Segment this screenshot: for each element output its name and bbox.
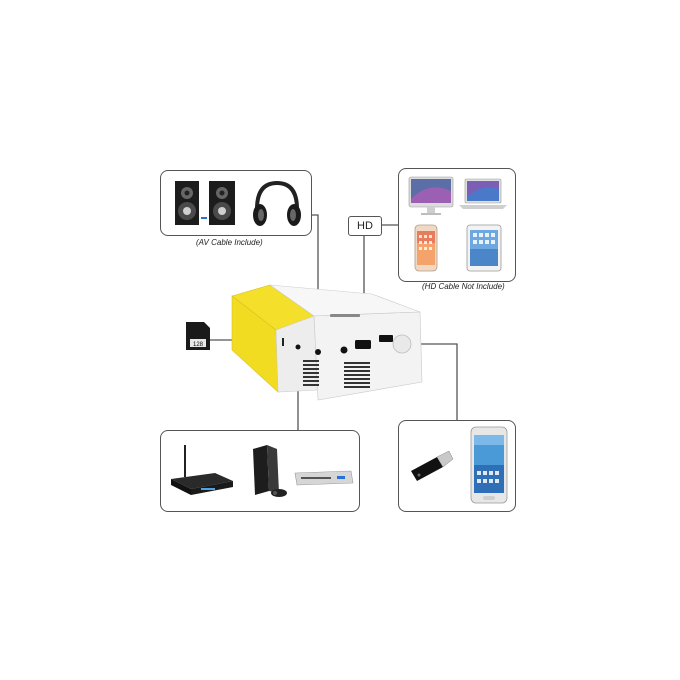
hdmi-port xyxy=(355,340,371,349)
hd-devices-box xyxy=(398,168,516,282)
game-console-icon xyxy=(253,445,287,497)
speaker-icon xyxy=(201,181,235,225)
ipad-icon xyxy=(466,224,502,272)
usb-drive-icon xyxy=(411,450,454,481)
media-devices-box xyxy=(160,430,360,512)
av-devices-box xyxy=(160,170,312,236)
sd-card-label: 128 xyxy=(193,342,204,348)
av-port xyxy=(295,344,301,350)
usb-devices-art xyxy=(411,426,508,504)
speaker-icon xyxy=(175,181,199,225)
power-jack xyxy=(340,346,348,354)
projector-icon xyxy=(231,284,423,401)
audio-port xyxy=(315,349,321,355)
iphone-icon xyxy=(414,224,438,272)
sd-card-icon: 128 xyxy=(186,322,210,350)
hd-caption: (HD Cable Not Include) xyxy=(422,282,505,291)
av-devices-art xyxy=(175,180,301,226)
headphones-icon xyxy=(253,180,301,226)
router-icon xyxy=(171,445,233,495)
smartphone-icon xyxy=(470,426,508,504)
hd-devices-art xyxy=(408,176,507,272)
hd-tag: HD xyxy=(348,216,382,236)
sd-slot xyxy=(282,338,284,346)
laptop-icon xyxy=(459,178,507,209)
av-caption: (AV Cable Include) xyxy=(196,238,263,247)
imac-icon xyxy=(408,176,454,215)
usb-port xyxy=(379,335,393,342)
dvd-player-icon xyxy=(294,470,354,486)
media-devices-art xyxy=(171,445,354,497)
usb-devices-box xyxy=(398,420,516,512)
